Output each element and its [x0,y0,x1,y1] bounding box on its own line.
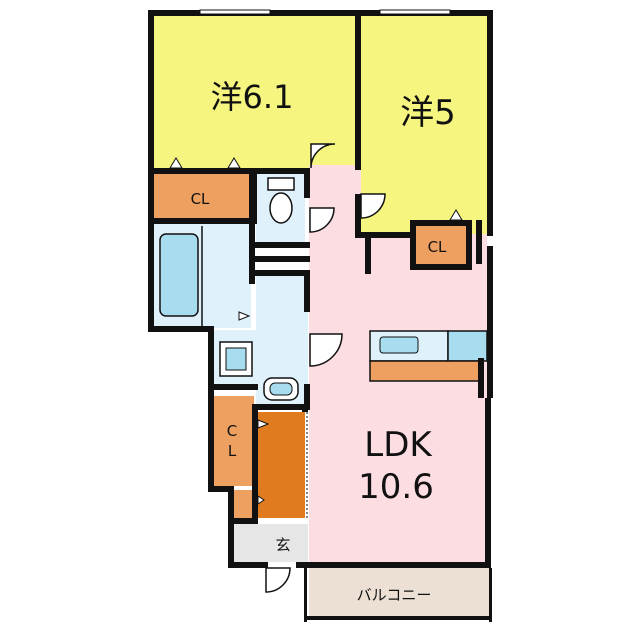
kitchen-sink [379,336,419,354]
door-toilet [309,207,335,233]
genkan-label: 玄 [275,536,290,554]
washing-machine-drum [225,347,247,371]
toilet-tank [267,177,295,191]
wash-basin-bowl [269,382,293,396]
balcony-floor [309,568,489,618]
closet-3-label-c: C [227,422,237,440]
closet-2-label: CL [428,238,447,256]
door-bedroom1 [310,143,336,169]
walls [148,10,493,622]
door-washroom [309,333,343,367]
bathtub [159,233,199,317]
closet-3-floor [212,396,254,486]
ldk-area-label: 10.6 [358,467,434,507]
toilet-bowl [269,192,293,224]
bedroom-1-label: 洋6.1 [211,78,294,116]
kitchen-side-counter [447,330,488,362]
doors [265,143,386,593]
closet-door-marks [169,157,463,505]
entrance-hall-floor [258,412,305,518]
door-bedroom2 [360,193,386,219]
closet-3-label-l: L [228,442,237,460]
ldk-label: LDK [364,425,433,465]
windows [199,9,451,15]
closet-2-floor [415,226,466,266]
closet-1-label: CL [191,190,210,208]
door-entrance [265,567,291,593]
kitchen-storage [369,360,481,382]
balcony-label: バルコニー [357,586,432,604]
bedroom-2-label: 洋5 [400,93,456,133]
closet-1-floor [152,174,251,220]
genkan-floor [232,524,308,562]
